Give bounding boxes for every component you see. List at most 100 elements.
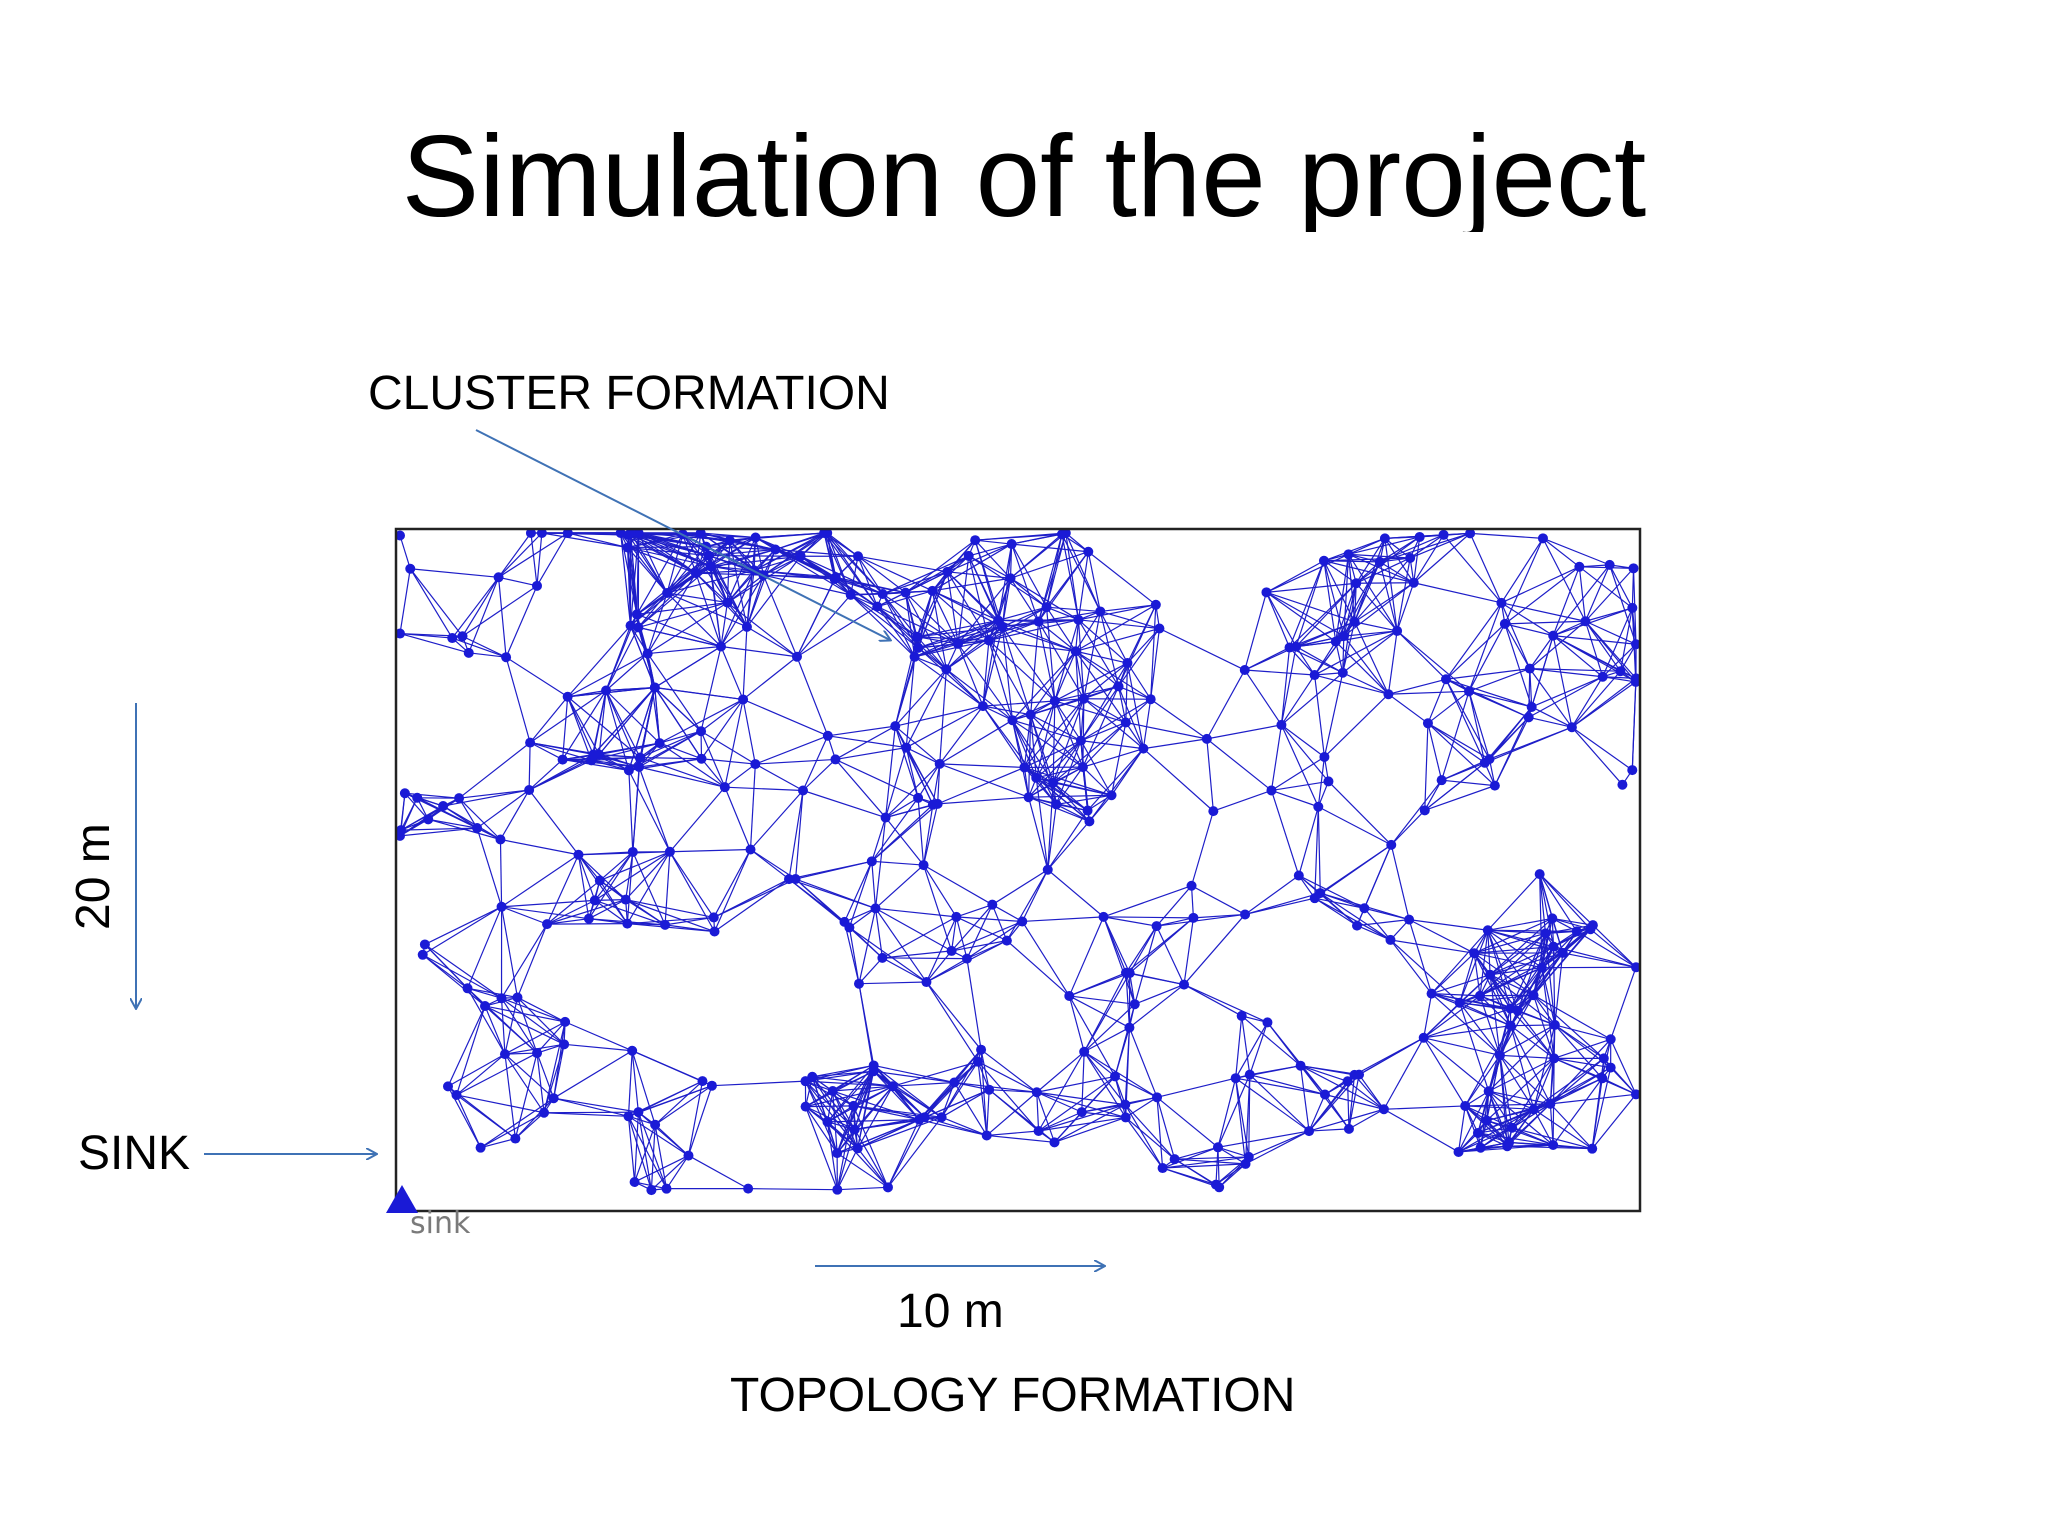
sensor-node: [1284, 642, 1295, 653]
network-link: [916, 626, 1003, 638]
sensor-node: [1079, 1046, 1090, 1057]
network-link: [1489, 726, 1573, 760]
network-link: [956, 916, 1008, 942]
sensor-node: [1351, 578, 1362, 589]
network-link: [1030, 714, 1057, 805]
network-link: [1585, 620, 1637, 645]
sensor-node: [709, 926, 720, 937]
sensor-node: [1482, 925, 1493, 936]
network-link: [1046, 606, 1077, 652]
network-link: [700, 698, 744, 732]
network-link: [1489, 917, 1553, 976]
network-link: [1080, 721, 1127, 742]
network-link: [1552, 946, 1556, 1025]
network-link: [1249, 1074, 1326, 1096]
sensor-node: [791, 651, 802, 662]
network-link: [836, 1129, 856, 1190]
network-link: [428, 818, 478, 829]
sensor-node: [1349, 616, 1360, 627]
sensor-node: [1352, 920, 1363, 931]
network-link: [1266, 582, 1357, 593]
sensor-node: [650, 1119, 661, 1130]
network-link: [1299, 1065, 1310, 1132]
network-link: [1011, 532, 1066, 545]
sensor-node: [1109, 1071, 1120, 1082]
sensor-node: [1547, 913, 1558, 924]
network-link: [1529, 668, 1573, 728]
network-link: [1423, 1037, 1490, 1092]
network-link: [505, 585, 538, 658]
network-link: [1347, 1080, 1385, 1110]
network-link: [701, 758, 726, 788]
network-link: [647, 645, 722, 655]
network-link: [945, 639, 990, 670]
sensor-node: [623, 765, 634, 776]
sensor-node: [1460, 1100, 1471, 1111]
network-link: [836, 1119, 920, 1154]
sensor-node: [738, 694, 749, 705]
sensor-node: [512, 992, 523, 1003]
network-link: [1355, 538, 1386, 584]
network-link: [578, 851, 633, 856]
network-link: [1295, 560, 1325, 647]
network-link: [1562, 952, 1637, 968]
network-link: [666, 592, 728, 604]
network-link: [1150, 698, 1208, 740]
sensor-node: [973, 1056, 984, 1067]
network-link: [634, 1155, 689, 1183]
network-link: [788, 878, 850, 928]
network-link: [664, 851, 671, 925]
network-link: [455, 1005, 486, 1096]
network-link: [1002, 606, 1047, 628]
sensor-node: [1323, 776, 1334, 787]
network-link: [1150, 604, 1157, 700]
sensor-node: [1524, 663, 1535, 674]
network-link: [1099, 611, 1120, 687]
network-link: [941, 1082, 955, 1118]
network-link: [905, 555, 970, 594]
sensor-node: [531, 580, 542, 591]
network-link: [1457, 1105, 1466, 1153]
network-link: [1244, 592, 1268, 671]
network-link: [1533, 1108, 1554, 1146]
network-link: [639, 758, 702, 768]
network-link: [796, 594, 852, 658]
sensor-node: [493, 572, 504, 583]
network-link: [695, 532, 702, 574]
network-link: [567, 696, 592, 761]
network-link: [742, 656, 798, 700]
network-link: [564, 1043, 633, 1052]
network-link: [1554, 1024, 1603, 1079]
network-link: [1011, 543, 1040, 622]
sensor-node: [1484, 754, 1495, 765]
network-link: [468, 577, 500, 654]
network-link: [858, 957, 883, 985]
network-link: [501, 997, 565, 1045]
network-link: [1308, 1108, 1385, 1132]
sensor-node: [844, 922, 855, 933]
network-link: [720, 602, 729, 647]
sensor-node: [1188, 912, 1199, 923]
network-link: [724, 786, 804, 792]
network-link: [1191, 885, 1246, 915]
network-link: [1289, 647, 1316, 676]
sensor-node: [708, 912, 719, 923]
network-link: [932, 577, 1011, 592]
network-link: [1081, 1111, 1126, 1119]
network-link: [638, 766, 726, 788]
network-link: [1022, 916, 1104, 923]
network-link: [1488, 1091, 1508, 1147]
network-link: [458, 797, 501, 840]
network-link: [1035, 777, 1088, 812]
network-link: [1077, 551, 1089, 620]
sensor-node: [1049, 1137, 1060, 1148]
network-link: [1156, 1097, 1164, 1169]
network-link: [1174, 1156, 1249, 1160]
network-link: [885, 797, 919, 819]
network-link: [598, 687, 656, 755]
network-link: [1099, 611, 1128, 664]
network-link: [501, 997, 538, 1054]
sensor-node: [1120, 717, 1131, 728]
sensor-node: [1422, 718, 1433, 729]
network-link: [700, 730, 756, 765]
